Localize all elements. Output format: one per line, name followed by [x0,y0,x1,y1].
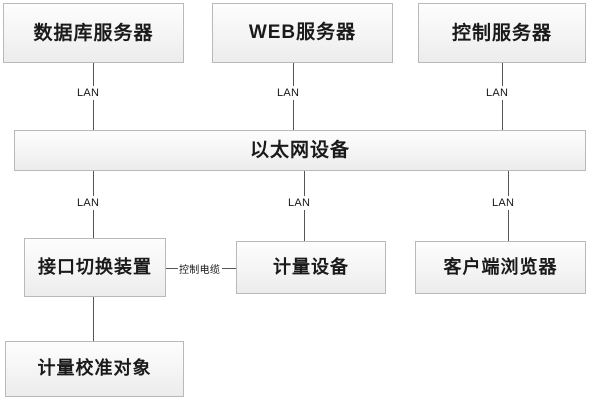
edge-label-lan-metering-device: LAN [286,196,313,210]
edge-label-control-cable: 控制电缆 [178,261,222,276]
node-calibration-object: 计量校准对象 [5,341,184,397]
edge-label-lan-db-server: LAN [75,86,102,100]
node-web-server: WEB服务器 [212,3,393,63]
edge-label-lan-client-browser: LAN [490,196,517,210]
edge-label-lan-control-server: LAN [484,86,511,100]
node-client-browser: 客户端浏览器 [415,241,586,294]
connector-interface-switch-to-metering-device-left [166,268,180,269]
node-database-server: 数据库服务器 [3,3,184,63]
connector-interface-switch-to-metering-device-right [222,268,236,269]
node-interface-switching-device: 接口切换装置 [24,238,166,297]
node-control-server: 控制服务器 [418,3,586,63]
connector-interface-switch-to-calibration-object [93,297,94,341]
node-metering-device: 计量设备 [236,241,386,294]
edge-label-lan-web-server: LAN [275,86,302,100]
edge-label-lan-interface-switch: LAN [75,196,102,210]
node-ethernet-device: 以太网设备 [14,130,586,171]
